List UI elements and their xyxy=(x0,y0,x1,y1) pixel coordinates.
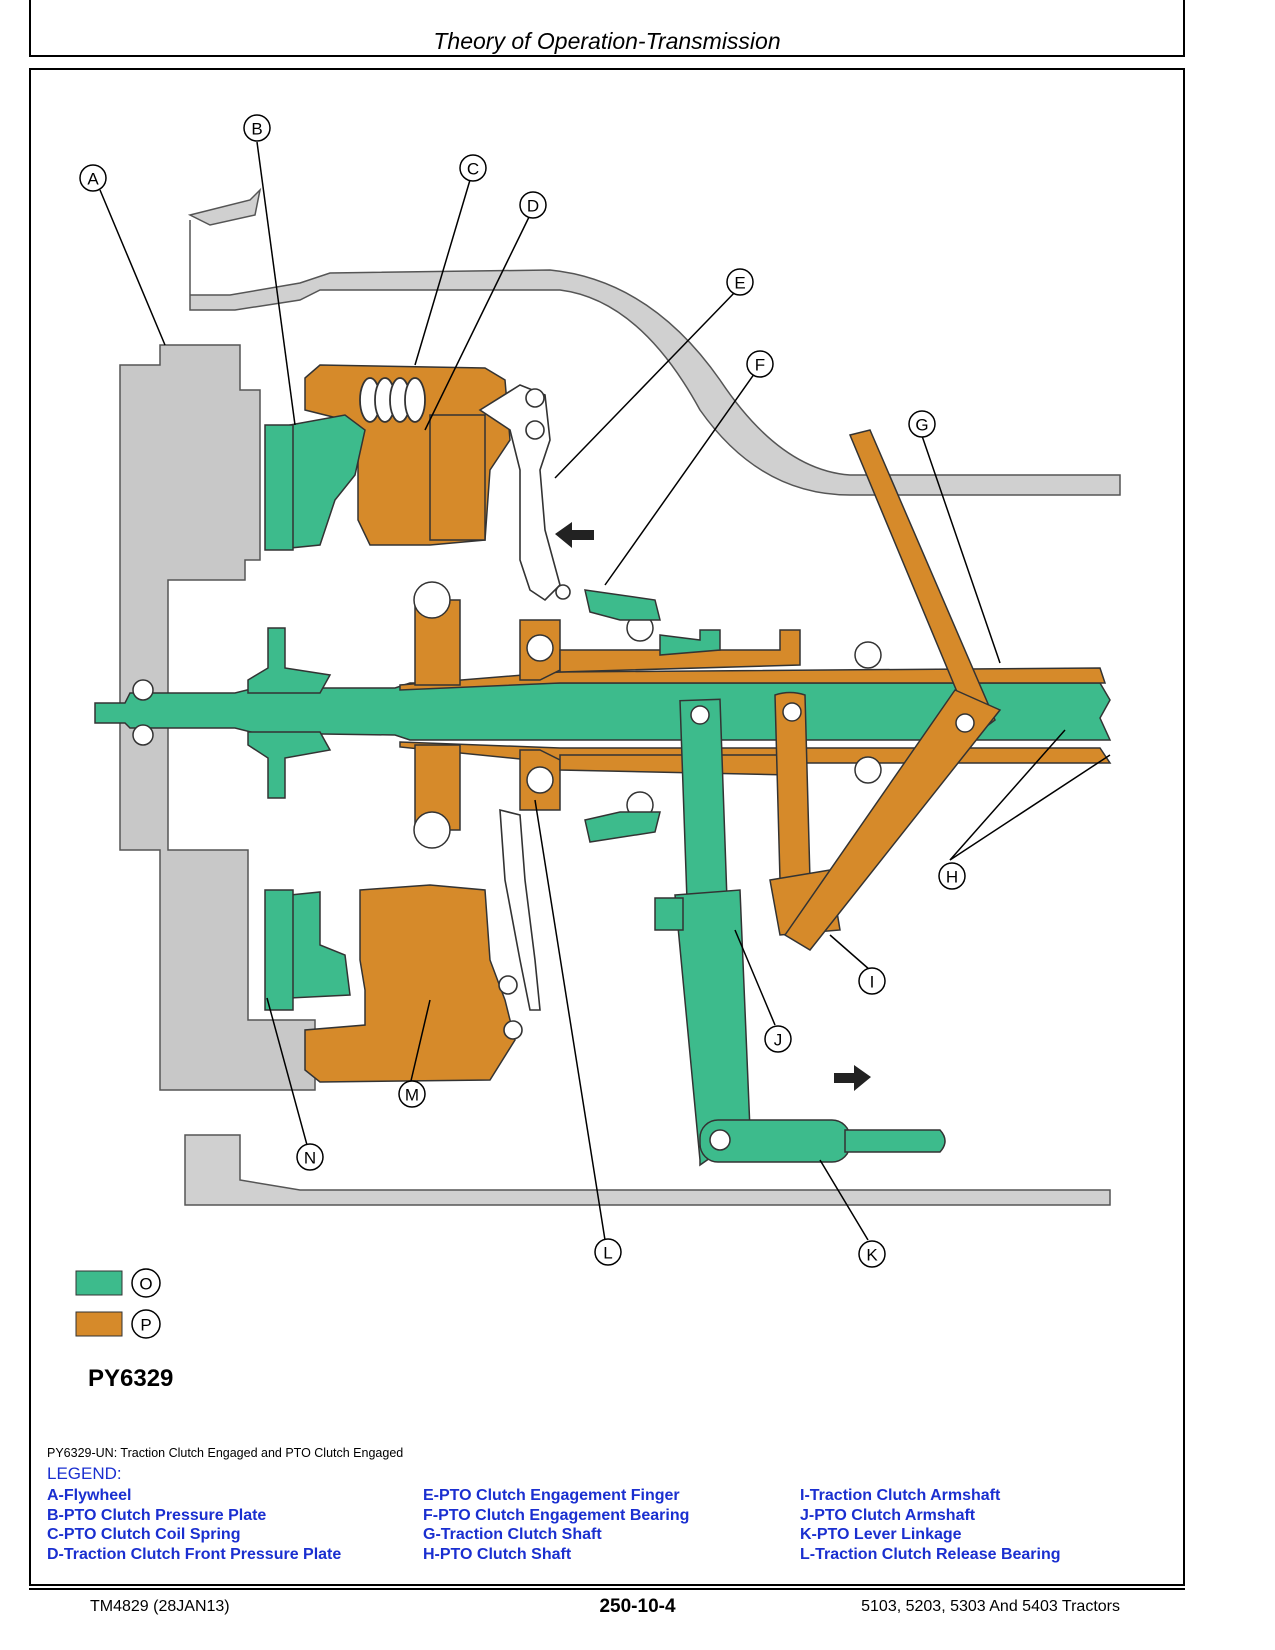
traction-pressure-plate-lower xyxy=(304,884,516,1083)
callout-i xyxy=(858,967,886,995)
legend-item: H-PTO Clutch Shaft xyxy=(423,1545,572,1563)
housing xyxy=(119,187,1121,1206)
callout-label-g: G xyxy=(915,416,928,435)
footer-models: 5103, 5203, 5303 And 5403 Tractors xyxy=(861,1598,1120,1615)
legend-item: F-PTO Clutch Engagement Bearing xyxy=(423,1506,690,1524)
leader-lines xyxy=(99,141,1111,1241)
legend-item: I-Traction Clutch Armshaft xyxy=(800,1487,1001,1504)
legend-column-1: A-Flywheel B-PTO Clutch Pressure Plate C… xyxy=(47,1486,341,1564)
callout-label-j: J xyxy=(774,1031,783,1050)
figure-caption: PY6329-UN: Traction Clutch Engaged and P… xyxy=(47,1446,404,1460)
footer-rule xyxy=(29,1588,1185,1590)
callout-label-d: D xyxy=(527,197,539,216)
callout-label-k: K xyxy=(866,1246,878,1265)
color-key-label-p: P xyxy=(140,1316,151,1335)
color-key-label-o: O xyxy=(139,1275,152,1294)
callout-a xyxy=(79,164,107,192)
callout-label-a: A xyxy=(87,170,99,189)
pto-engagement-finger xyxy=(478,384,571,1040)
legend-column-3: I-Traction Clutch Armshaft J-PTO Clutch … xyxy=(800,1486,1061,1564)
callout-label-l: L xyxy=(603,1244,612,1263)
legend-item: B-PTO Clutch Pressure Plate xyxy=(47,1506,267,1524)
pto-pressure-plate xyxy=(264,414,366,1011)
callout-label-f: F xyxy=(755,356,765,375)
callout-j xyxy=(764,1025,792,1053)
legend-item: C-PTO Clutch Coil Spring xyxy=(47,1526,241,1543)
legend-item: J-PTO Clutch Armshaft xyxy=(800,1506,976,1524)
callout-label-n: N xyxy=(304,1149,316,1168)
callout-o xyxy=(131,1268,161,1298)
header-box: Theory of Operation-Transmission xyxy=(29,0,1185,57)
pto-clutch-shaft xyxy=(94,682,1112,741)
callout-d xyxy=(519,191,547,219)
callout-label-e: E xyxy=(734,274,745,293)
traction-pressure-plate-upper xyxy=(304,364,511,546)
callout-e xyxy=(726,268,754,296)
callout-m xyxy=(398,1080,426,1108)
footer-manual-id: TM4829 (28JAN13) xyxy=(90,1598,230,1615)
callout-c xyxy=(459,154,487,182)
page-title: Theory of Operation-Transmission xyxy=(433,28,781,54)
callout-g xyxy=(908,410,936,438)
legend-item: A-Flywheel xyxy=(47,1487,132,1504)
callout-l xyxy=(594,1238,622,1266)
traction-armshaft xyxy=(769,429,1002,951)
pto-engagement-bearing xyxy=(584,589,721,843)
pto-hub xyxy=(247,627,332,799)
callout-label-b: B xyxy=(251,120,262,139)
figure-id: PY6329 xyxy=(88,1365,174,1392)
callout-k xyxy=(858,1240,886,1268)
callout-label-m: M xyxy=(405,1086,419,1105)
callout-b xyxy=(243,114,271,142)
callout-f xyxy=(746,350,774,378)
legend-item: E-PTO Clutch Engagement Finger xyxy=(423,1487,680,1504)
callout-p xyxy=(131,1309,161,1339)
legend-item: L-Traction Clutch Release Bearing xyxy=(800,1545,1061,1563)
legend-item: K-PTO Lever Linkage xyxy=(800,1526,962,1543)
motion-arrows xyxy=(555,522,871,1091)
callout-label-h: H xyxy=(946,868,958,887)
callout-h xyxy=(938,862,966,890)
legend-column-2: E-PTO Clutch Engagement Finger F-PTO Clu… xyxy=(423,1486,689,1564)
footer-page-number: 250-10-4 xyxy=(599,1596,676,1617)
color-key-swatch-p xyxy=(75,1311,123,1337)
callout-label-i: I xyxy=(870,973,875,992)
figure-frame xyxy=(29,68,1185,1586)
legend-title: LEGEND: xyxy=(47,1464,122,1483)
callout-circles xyxy=(79,114,966,1339)
callout-n xyxy=(296,1143,324,1171)
pto-clutch-coil-spring xyxy=(359,377,426,423)
legend-item: G-Traction Clutch Shaft xyxy=(423,1526,602,1543)
callout-label-c: C xyxy=(467,160,479,179)
legend-item: D-Traction Clutch Front Pressure Plate xyxy=(47,1545,342,1563)
color-key-swatch-o xyxy=(75,1270,123,1296)
pto-armshaft-linkage xyxy=(654,698,946,1167)
